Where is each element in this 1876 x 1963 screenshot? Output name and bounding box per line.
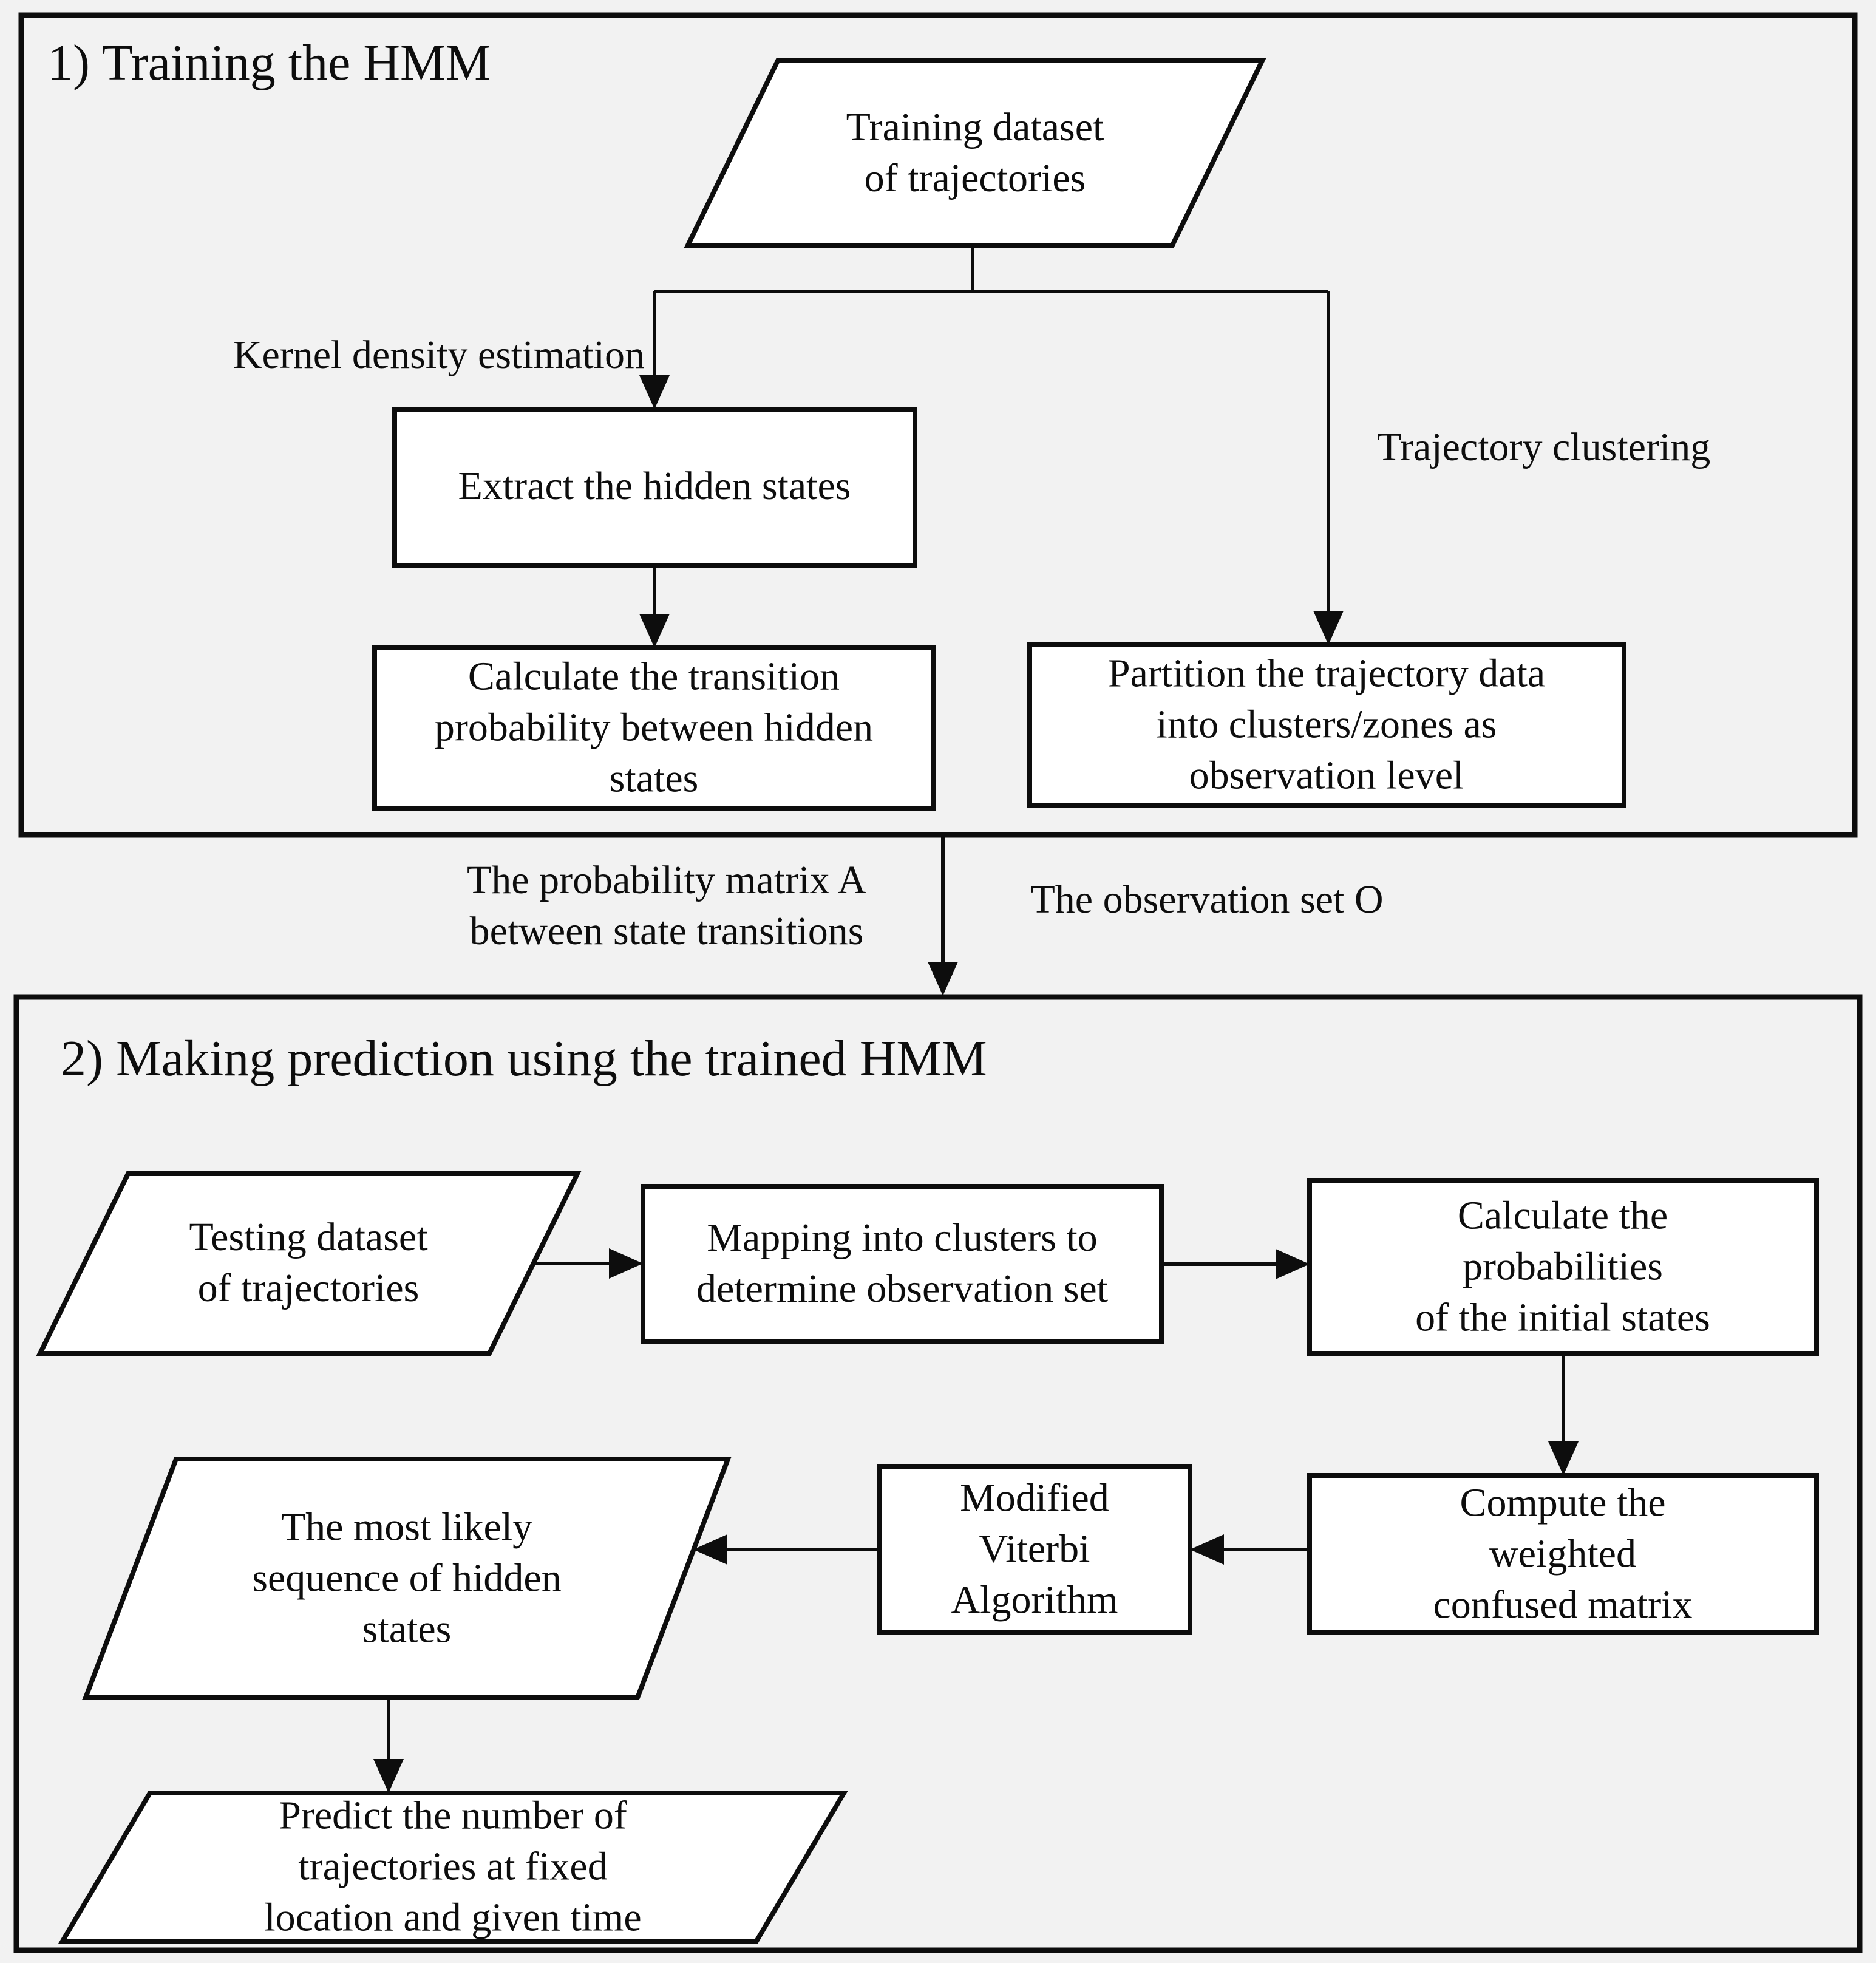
arrowhead-left-viterbi [1190, 1534, 1224, 1565]
arrowhead-down-calc-transition [639, 614, 670, 648]
stroke-layer [13, 12, 1863, 1953]
node-most-likely-label: The most likely sequence of hidden state… [252, 1505, 562, 1651]
node-most-likely-parallelogram [82, 1457, 732, 1700]
node-calc-transition-box [372, 645, 936, 811]
node-calc-initial-label: Calculate the probabilities of the initi… [1415, 1193, 1710, 1339]
node-compute-weighted-label: Compute the weighted confused matrix [1433, 1480, 1693, 1627]
arrowhead-down-partition [1313, 611, 1344, 645]
node-viterbi-box [877, 1464, 1192, 1635]
arrowhead-down-compute [1548, 1441, 1579, 1475]
node-calc-initial-box [1307, 1178, 1819, 1356]
section-1-frame [18, 12, 1858, 838]
node-mapping-label: Mapping into clusters to determine obser… [696, 1216, 1109, 1311]
node-testing-dataset-label: Testing dataset of trajectories [189, 1215, 428, 1310]
node-predict-parallelogram [58, 1791, 849, 1944]
node-viterbi-label: Modified Viterbi Algorithm [951, 1475, 1118, 1622]
edge-label-kernel-density: Kernel density estimation [233, 333, 645, 378]
arrowhead-left-most-likely [693, 1534, 727, 1565]
node-training-dataset-label: Training dataset of trajectories [846, 105, 1104, 200]
arrowhead-down-section2 [928, 962, 958, 996]
node-extract-hidden-box [392, 407, 917, 568]
node-partition-box [1027, 642, 1626, 808]
edge-label-observation-set: The observation set O [1030, 877, 1384, 922]
section-frames [13, 12, 1863, 1953]
section-1-title: 1) Training the HMM [47, 35, 491, 91]
node-extract-hidden-label: Extract the hidden states [458, 464, 851, 509]
node-shapes [36, 58, 1819, 1944]
arrowhead-right-mapping [609, 1248, 643, 1279]
node-training-dataset-parallelogram [684, 58, 1266, 248]
node-compute-weighted-box [1307, 1473, 1819, 1635]
edge-label-probability-matrix: The probability matrix A between state t… [466, 858, 867, 953]
arrowhead-down-extract [639, 375, 670, 409]
edge-label-trajectory-clustering: Trajectory clustering [1377, 425, 1711, 470]
arrowhead-down-predict [373, 1759, 404, 1793]
arrowhead-right-calc-initial [1276, 1249, 1310, 1279]
node-predict-label: Predict the number of trajectories at fi… [264, 1793, 642, 1939]
arrow-heads [373, 375, 1579, 1793]
section-2-title: 2) Making prediction using the trained H… [61, 1030, 987, 1087]
section-2-frame [13, 994, 1863, 1953]
node-partition-label: Partition the trajectory data into clust… [1107, 651, 1546, 797]
connector-lines [387, 245, 1565, 1760]
node-calc-transition-label: Calculate the transition probability bet… [434, 654, 874, 800]
node-testing-dataset-parallelogram [36, 1171, 582, 1356]
